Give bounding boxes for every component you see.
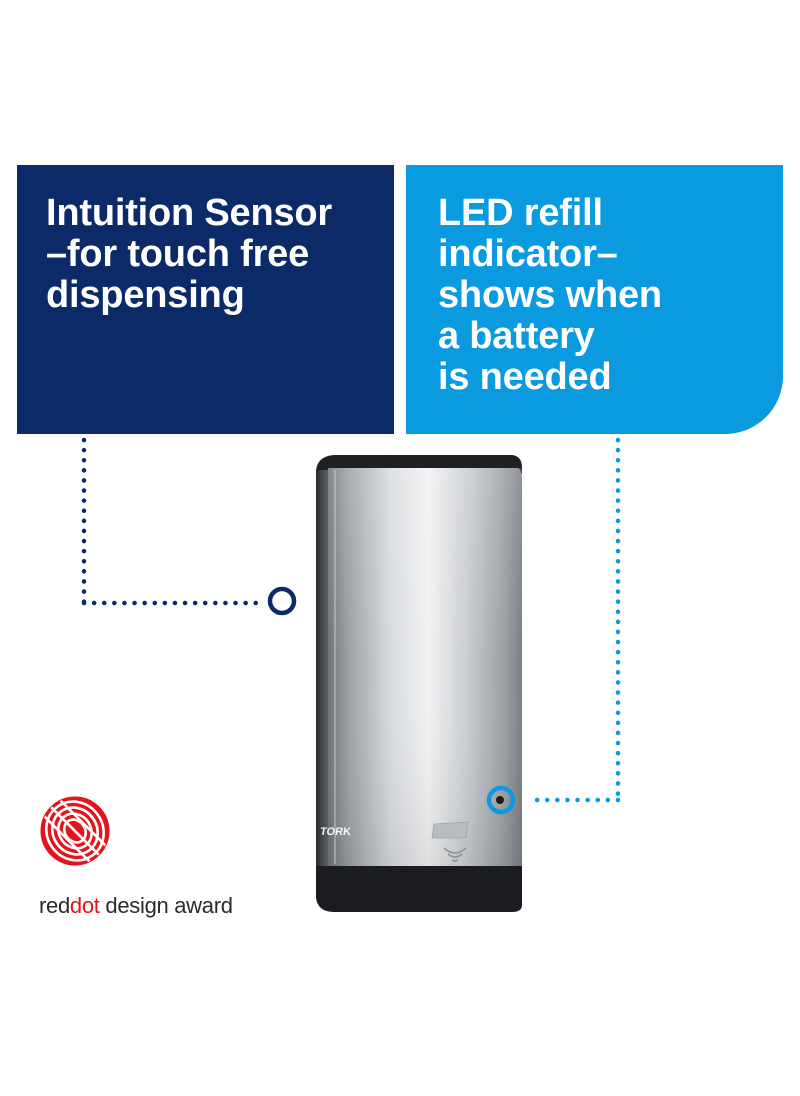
led-feature-line-3: shows when xyxy=(438,274,662,316)
sensor-feature-line-2: –for touch free xyxy=(46,233,310,275)
tork-logo-text: TORK xyxy=(319,826,352,838)
sensor-callout-ring-icon xyxy=(267,586,297,616)
led-connector xyxy=(486,437,621,815)
tork-logo-icon: TORK xyxy=(319,821,469,839)
sensor-connector xyxy=(81,437,297,616)
sensor-feature-line-1: Intuition Sensor xyxy=(46,192,333,234)
led-feature-line-4: a battery xyxy=(438,315,595,357)
reddot-text-dot: dot xyxy=(69,893,100,918)
dispenser-base xyxy=(316,866,522,912)
led-feature-line-2: indicator– xyxy=(438,233,618,275)
reddot-logo-icon xyxy=(40,796,110,866)
sensor-feature-line-3: dispensing xyxy=(46,274,245,316)
sensor-feature-panel: Intuition Sensor –for touch free dispens… xyxy=(17,165,394,434)
sensor-dot-icon xyxy=(496,796,504,804)
led-callout-ring-icon xyxy=(486,785,516,815)
reddot-award-label: reddot design award xyxy=(39,892,233,920)
soap-dispenser: TORK xyxy=(316,455,522,912)
led-feature-panel: LED refill indicator– shows when a batte… xyxy=(406,165,783,434)
led-feature-line-5: is needed xyxy=(438,356,612,398)
led-feature-line-1: LED refill xyxy=(438,192,603,234)
reddot-text-suffix: design award xyxy=(99,893,233,918)
reddot-text-red: red xyxy=(39,893,70,918)
sensor-wave-icon xyxy=(443,847,467,862)
